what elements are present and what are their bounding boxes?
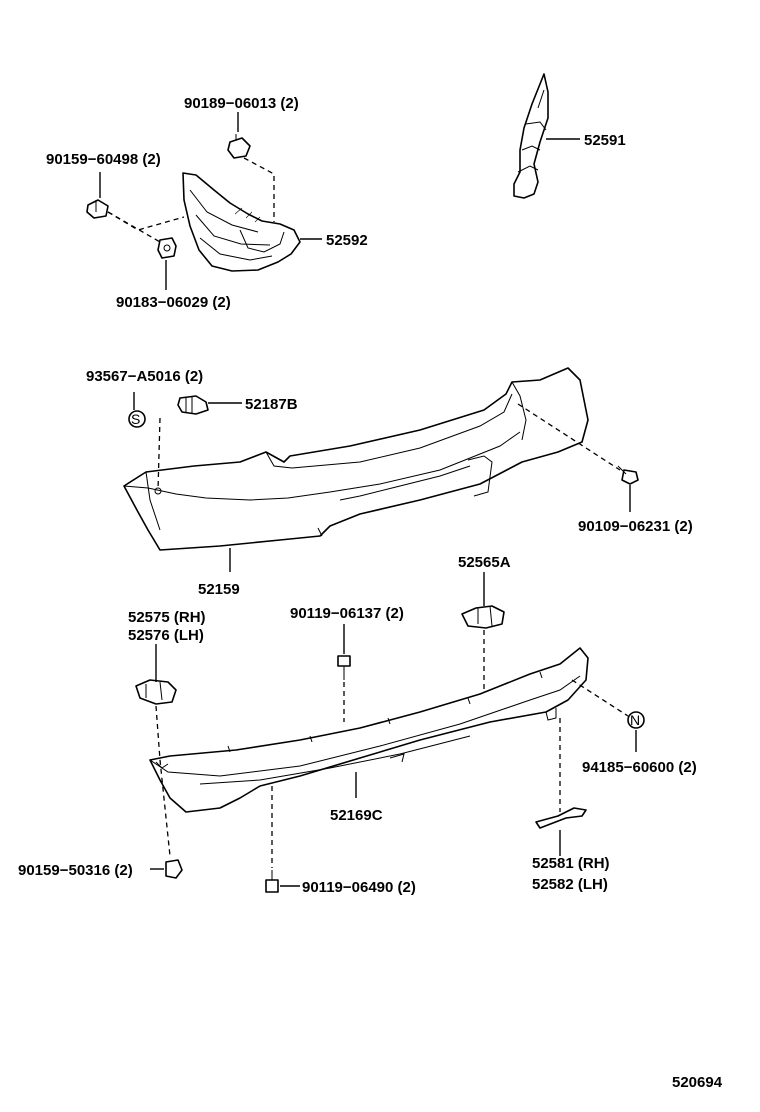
- clip-90159-lower: [165, 859, 183, 879]
- clip-90189: [227, 134, 251, 159]
- label-93567-a5016: 93567−A5016 (2): [86, 368, 203, 385]
- bracket-52565a: [461, 605, 505, 629]
- svg-text:N: N: [630, 712, 640, 728]
- mudguard-52591: [513, 73, 549, 199]
- label-94185-60600: 94185−60600 (2): [582, 759, 697, 776]
- screw-90109: [617, 465, 639, 485]
- label-52565a: 52565A: [458, 554, 511, 571]
- label-52581-rh: 52581 (RH): [532, 855, 610, 872]
- label-52169c: 52169C: [330, 807, 383, 824]
- nut-94185: N: [627, 711, 645, 729]
- label-90119-06137: 90119−06137 (2): [290, 605, 404, 622]
- label-90159-50316: 90159−50316 (2): [18, 862, 133, 879]
- nut-90183: [157, 237, 177, 259]
- label-52159: 52159: [198, 581, 240, 598]
- label-52582-lh: 52582 (LH): [532, 876, 608, 893]
- bumper-cover-52159: [123, 367, 589, 551]
- bracket-52581: [535, 807, 587, 829]
- mudguard-52592: [182, 172, 301, 272]
- grommet-93567: S: [128, 410, 146, 428]
- svg-text:S: S: [131, 411, 140, 427]
- label-90189-06013: 90189−06013 (2): [184, 95, 299, 112]
- label-52592: 52592: [326, 232, 368, 249]
- label-52576-lh: 52576 (LH): [128, 627, 204, 644]
- clip-90159-upper: [86, 199, 109, 219]
- label-52187b: 52187B: [245, 396, 298, 413]
- spoiler-52169c: [149, 647, 589, 813]
- label-52591: 52591: [584, 132, 626, 149]
- label-90109-06231: 90109−06231 (2): [578, 518, 693, 535]
- retainer-52187b: [177, 395, 209, 415]
- label-90119-06490: 90119−06490 (2): [302, 879, 416, 896]
- label-52575-rh: 52575 (RH): [128, 609, 206, 626]
- diagram-id: 520694: [672, 1074, 723, 1091]
- label-90159-60498: 90159−60498 (2): [46, 151, 161, 168]
- bracket-52575: [135, 679, 177, 705]
- bolt-90119-upper: [337, 655, 351, 680]
- label-90183-06029: 90183−06029 (2): [116, 294, 231, 311]
- bolt-90119-lower: [265, 870, 279, 893]
